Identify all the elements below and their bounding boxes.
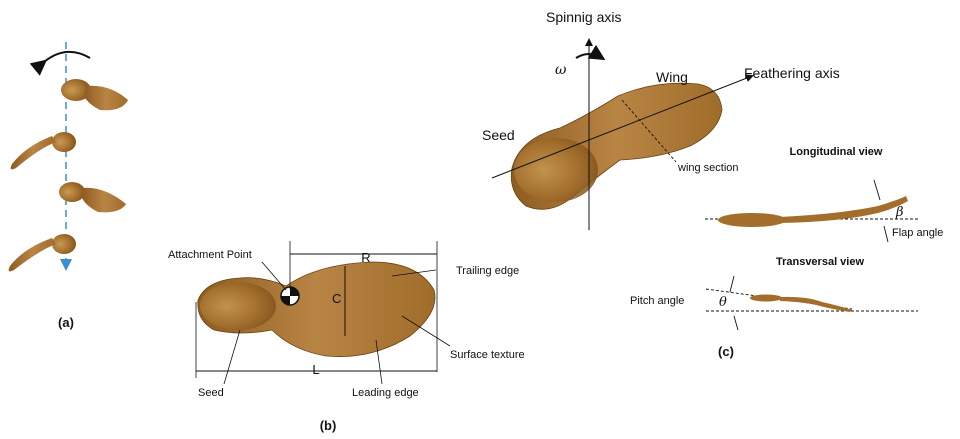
transversal-view-title: Transversal view [776,256,865,268]
panel-b-caption: (b) [320,418,337,433]
panel-a: (a) [9,42,128,330]
panel-c: Spinnig axis ω Feathering axis Wing Seed… [482,9,943,359]
longitudinal-profile [718,196,908,227]
surface-texture-label: Surface texture [450,349,525,361]
longitudinal-view-title: Longitudinal view [790,146,883,158]
spinning-axis-label: Spinnig axis [546,9,622,25]
seed-b [200,282,276,330]
leading-edge-label: Leading edge [352,387,419,399]
panel-b: R C L Attachment Point Trailing edge Sur… [168,241,525,433]
trailing-edge-label: Trailing edge [456,265,519,277]
l-label: L [312,362,319,377]
beta-symbol: β [895,205,904,220]
panel-a-caption: (a) [58,315,74,330]
pitch-angle-label: Pitch angle [630,295,684,307]
transversal-profile [750,295,852,313]
seed-b-label: Seed [198,387,224,399]
omega-symbol: ω [555,62,567,78]
seed-c-label: Seed [482,127,515,143]
rotation-arrow-icon [44,52,90,62]
seed-c [514,138,598,202]
wing-label: Wing [656,69,688,85]
panel-c-caption: (c) [718,344,734,359]
samara-a3 [59,182,126,212]
attachment-point-icon [281,287,299,305]
attachment-point-label: Attachment Point [168,249,252,261]
feathering-axis-label: Feathering axis [744,65,840,81]
samara-a4 [9,234,76,271]
flap-angle-label: Flap angle [892,227,943,239]
r-label: R [361,250,370,265]
wing-section-label: wing section [677,162,739,174]
c-label: C [332,291,341,306]
samara-a1 [61,79,128,110]
theta-symbol: θ [719,295,727,310]
